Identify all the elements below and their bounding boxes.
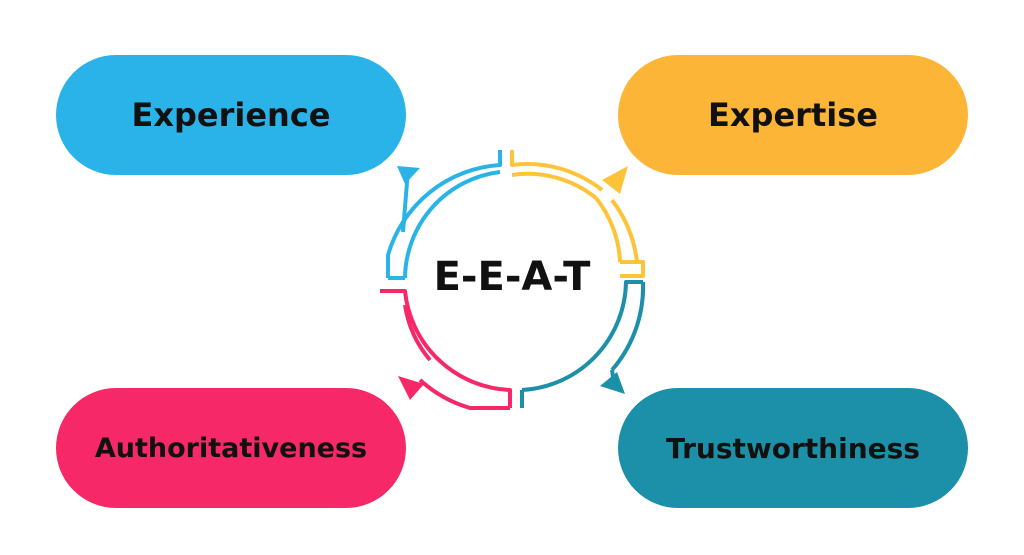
experience-pill: Experience xyxy=(56,55,406,175)
cycle-segment-authoritativeness xyxy=(380,289,512,410)
center-title: E-E-A-T xyxy=(433,254,591,300)
arrow-to-authoritativeness-icon xyxy=(398,376,424,400)
cycle-segment-expertise xyxy=(510,150,645,278)
authoritativeness-label: Authoritativeness xyxy=(94,432,368,464)
authoritativeness-pill: Authoritativeness xyxy=(56,388,406,508)
trustworthiness-pill: Trustworthiness xyxy=(618,388,968,508)
expertise-pill: Expertise xyxy=(618,55,968,175)
expertise-label: Expertise xyxy=(708,96,878,134)
experience-label: Experience xyxy=(131,96,331,134)
cycle-segment-trustworthiness xyxy=(520,280,646,408)
arrow-to-expertise-icon xyxy=(602,166,628,194)
trustworthiness-label: Trustworthiness xyxy=(666,431,920,465)
arrow-to-trustworthiness-icon xyxy=(600,372,625,394)
arrow-to-experience-icon xyxy=(397,166,420,184)
